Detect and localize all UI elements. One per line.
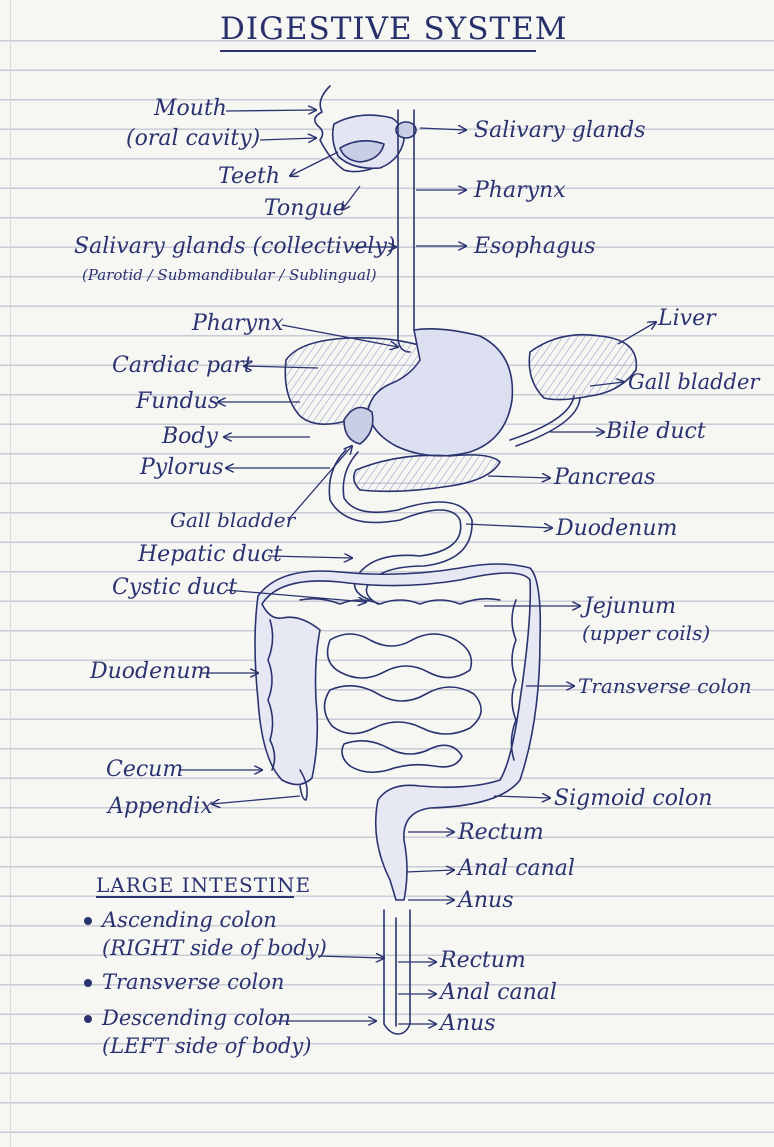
- large-intestine-heading: LARGE INTESTINE: [96, 873, 312, 897]
- label-anus-2: Anus: [440, 1011, 496, 1036]
- li-item-3-line2: (LEFT side of body): [102, 1034, 312, 1058]
- bullet-dot: [84, 917, 92, 925]
- small-intestine-coils: [326, 633, 473, 679]
- label-salivary-glands: Salivary glands: [474, 118, 646, 143]
- appendix-shape: [299, 769, 308, 801]
- label-anal-canal-2: Anal canal: [440, 980, 557, 1005]
- pancreas-shape: [352, 454, 501, 493]
- label-transverse-colon: Transverse colon: [578, 674, 752, 698]
- label-cystic-duct: Cystic duct: [112, 575, 238, 600]
- label-cardiac-part: Cardiac part: [112, 353, 253, 378]
- li-item-3-line1: Descending colon: [102, 1006, 291, 1030]
- label-anus: Anus: [458, 888, 514, 913]
- label-fundus: Fundus: [136, 389, 220, 414]
- label-pancreas: Pancreas: [554, 465, 656, 490]
- bullet-dot: [84, 979, 92, 987]
- rectum-tube: [383, 909, 411, 1035]
- label-pylorus: Pylorus: [140, 455, 224, 480]
- label-salivary-collective: Salivary glands (collectively): [74, 234, 396, 259]
- liver-detail-shape: [528, 333, 638, 401]
- title-underline: [220, 50, 536, 52]
- label-oral-cavity: (oral cavity): [126, 126, 261, 151]
- label-appendix: Appendix: [108, 794, 213, 819]
- margin-line: [10, 0, 11, 1147]
- tongue-shape: [339, 140, 385, 163]
- label-sigmoid-colon: Sigmoid colon: [554, 786, 713, 811]
- label-bile-duct: Bile duct: [606, 419, 706, 444]
- label-rectum-2: Rectum: [440, 948, 526, 973]
- esophagus-tube: [397, 109, 415, 341]
- label-gall-bladder-right: Gall bladder: [628, 370, 760, 394]
- duodenum-curve: [328, 449, 462, 601]
- colon-frame: [254, 563, 542, 901]
- large-intestine-underline: [96, 896, 294, 898]
- label-jejunum: Jejunum: [584, 594, 677, 619]
- label-hepatic-duct: Hepatic duct: [138, 542, 283, 567]
- label-duodenum-right: Duodenum: [556, 516, 678, 541]
- head-profile: [314, 85, 375, 173]
- page-title: DIGESTIVE SYSTEM: [220, 11, 568, 47]
- label-duodenum-left: Duodenum: [90, 659, 212, 684]
- label-pharynx-left: Pharynx: [192, 311, 284, 336]
- label-tongue: Tongue: [264, 196, 346, 221]
- label-salivary-types: (Parotid / Submandibular / Sublingual): [82, 266, 377, 284]
- salivary-gland-shape: [395, 121, 417, 139]
- label-jejunum-note: (upper coils): [582, 621, 711, 645]
- label-teeth: Teeth: [218, 164, 281, 189]
- li-item-1-line1: Ascending colon: [102, 908, 277, 932]
- label-body: Body: [162, 424, 218, 449]
- label-esophagus: Esophagus: [474, 234, 596, 259]
- label-liver: Liver: [658, 306, 716, 331]
- label-cecum: Cecum: [106, 757, 184, 782]
- label-anal-canal: Anal canal: [458, 856, 575, 881]
- bullet-dot: [84, 1015, 92, 1023]
- label-pharynx-right: Pharynx: [474, 178, 566, 203]
- gall-bladder-shape: [343, 406, 374, 445]
- label-gall-bladder-left: Gall bladder: [170, 508, 296, 532]
- li-item-2-line1: Transverse colon: [102, 970, 285, 994]
- label-mouth: Mouth: [154, 96, 227, 121]
- label-rectum: Rectum: [458, 820, 544, 845]
- li-item-1-line2: (RIGHT side of body): [102, 936, 327, 960]
